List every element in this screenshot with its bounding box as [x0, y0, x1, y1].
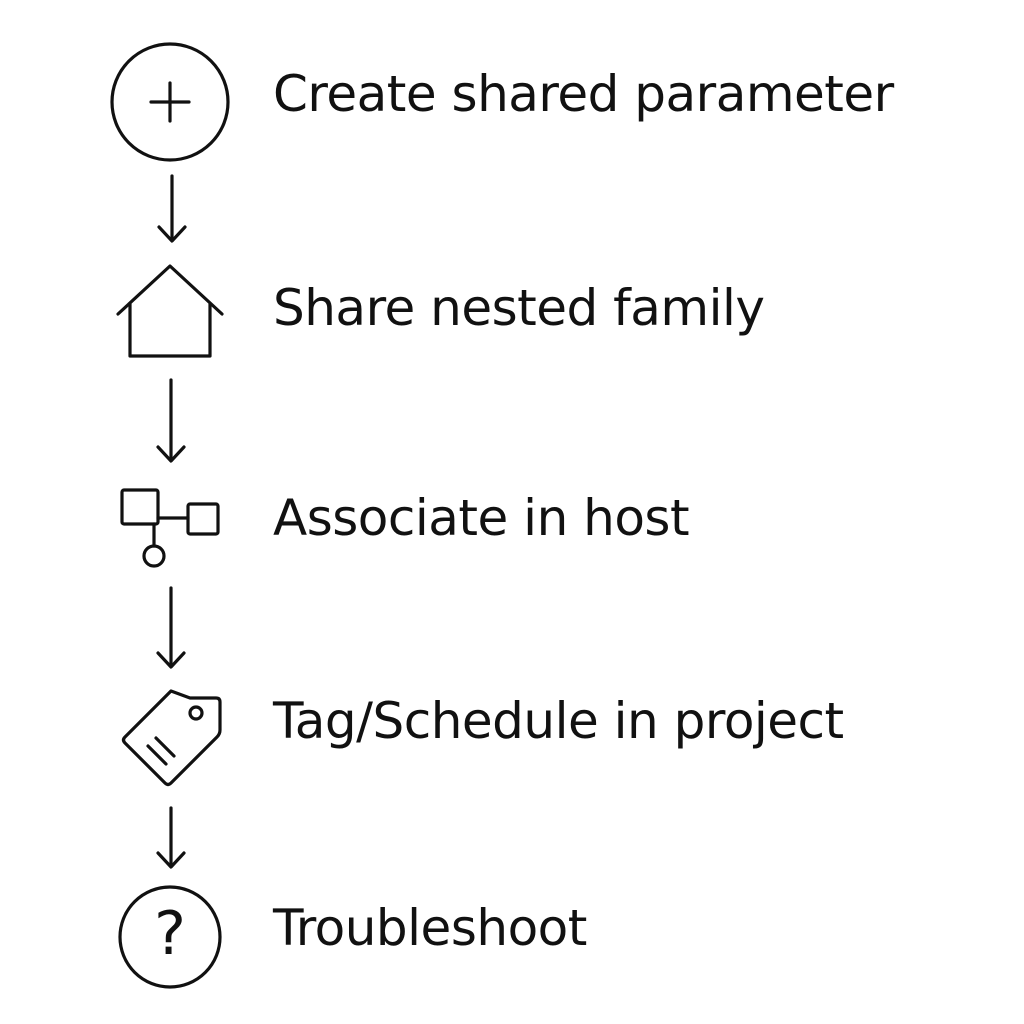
connected-nodes-icon — [120, 488, 220, 568]
house-icon — [116, 264, 224, 358]
step-label-create-shared-parameter: Create shared parameter — [273, 65, 894, 123]
question-circle-icon — [118, 885, 222, 989]
down-arrow-icon — [156, 586, 186, 669]
down-arrow-icon — [156, 806, 186, 869]
step-label-tag-schedule-in-project: Tag/Schedule in project — [273, 692, 844, 750]
step-label-share-nested-family: Share nested family — [273, 279, 765, 337]
down-arrow-icon — [156, 378, 186, 463]
plus-circle-icon — [110, 42, 230, 162]
step-label-troubleshoot: Troubleshoot — [273, 899, 587, 957]
question-mark-glyph: ? — [154, 899, 186, 969]
step-label-associate-in-host: Associate in host — [273, 489, 690, 547]
tag-icon — [121, 689, 222, 787]
down-arrow-icon — [157, 174, 187, 243]
